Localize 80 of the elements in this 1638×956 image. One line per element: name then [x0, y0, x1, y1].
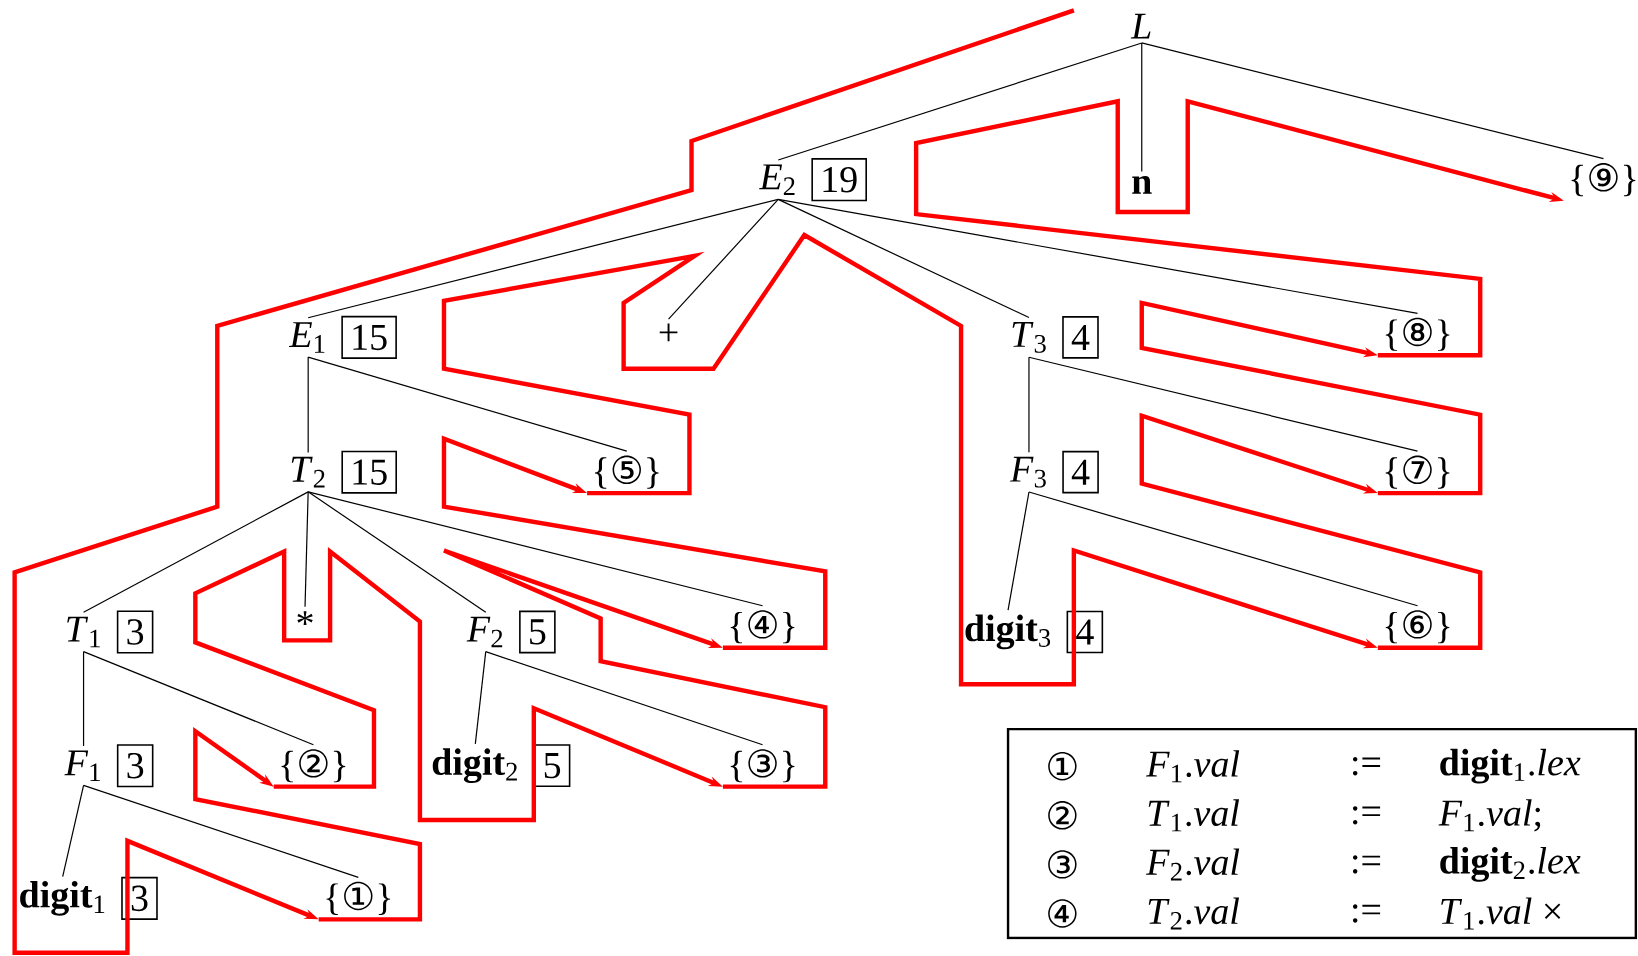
traversal-arrow — [441, 548, 828, 789]
assign-sign: := — [1352, 806, 1381, 825]
tree-symbol: T$_{1}$ — [67, 616, 100, 648]
tree-line — [62, 784, 85, 878]
tree-symbol: {④} — [730, 610, 795, 644]
tree-line — [82, 651, 85, 747]
tree-line — [82, 784, 359, 878]
value-box: 5 — [519, 610, 556, 654]
assign-sign: := — [1352, 904, 1381, 923]
step-number: ② — [1048, 801, 1077, 830]
tree-line — [82, 491, 309, 613]
rule-text: F$_{1}$.val — [1146, 750, 1240, 783]
tree-symbol: {⑧} — [1385, 317, 1450, 351]
tree-line — [474, 651, 487, 745]
value-box: 19 — [811, 158, 867, 202]
value-box: 15 — [341, 315, 397, 359]
tree-line — [307, 198, 779, 319]
tree-line — [307, 491, 487, 613]
tree-symbol: {②} — [281, 749, 346, 783]
traversal-arrow — [441, 435, 828, 650]
rule-text: digit$_{1}$.lex — [1440, 748, 1581, 784]
value-box: 3 — [121, 876, 158, 920]
tree-symbol: {①} — [326, 881, 391, 915]
tree-line — [1141, 42, 1605, 160]
tree-line — [307, 491, 764, 607]
tree-symbol: L — [1130, 13, 1151, 39]
tree-line — [307, 356, 628, 452]
tree-symbol: + — [659, 323, 678, 342]
value-box: 15 — [341, 450, 397, 494]
tree-symbol: digit$_{2}$ — [432, 748, 517, 784]
tree-symbol: T$_{2}$ — [291, 456, 325, 488]
rule-text: T$_{1}$.val — [1148, 799, 1240, 832]
tree-symbol: n — [1132, 175, 1152, 194]
traversal-arrow — [12, 8, 1075, 955]
tree-line — [777, 198, 1419, 314]
tree-line — [1141, 42, 1143, 173]
step-number: ④ — [1048, 899, 1077, 928]
tree-symbol: * — [297, 611, 313, 626]
value-box: 5 — [533, 744, 571, 788]
traversal-arrow — [1139, 300, 1483, 496]
assign-sign: := — [1352, 757, 1381, 776]
tree-line — [304, 491, 309, 608]
step-number: ③ — [1048, 850, 1077, 879]
assign-sign: := — [1352, 855, 1381, 874]
traversal-arrow — [193, 726, 423, 922]
tree-symbol: F$_{3}$ — [1009, 456, 1046, 488]
value-box: 4 — [1062, 450, 1099, 494]
tree-symbol: T$_{3}$ — [1012, 322, 1046, 353]
tree-symbol: {⑦} — [1385, 455, 1450, 489]
value-box: 4 — [1066, 610, 1104, 654]
rule-text: T$_{1}$.val × — [1441, 897, 1561, 930]
tree-symbol: E$_{1}$ — [288, 322, 325, 353]
step-number: ① — [1048, 752, 1077, 781]
rule-text: digit$_{2}$.lex — [1440, 847, 1581, 882]
tree-symbol: digit$_{1}$ — [20, 881, 105, 916]
tree-line — [82, 651, 314, 746]
tree-line — [307, 356, 309, 454]
value-box: 3 — [116, 610, 154, 654]
value-box: 4 — [1062, 316, 1099, 359]
tree-symbol: digit$_{3}$ — [965, 614, 1051, 650]
tree-symbol: {⑤} — [594, 455, 659, 489]
value-box: 3 — [116, 744, 154, 788]
rule-text: F$_{1}$.val; — [1438, 799, 1541, 832]
tree-line — [1028, 356, 1030, 453]
tree-line — [1007, 491, 1030, 611]
tree-line — [1028, 491, 1419, 607]
tree-symbol: F$_{2}$ — [466, 616, 503, 648]
tree-line — [485, 651, 764, 746]
tree-symbol: {③} — [730, 749, 795, 783]
tree-line — [1028, 356, 1419, 452]
tree-line — [667, 198, 779, 320]
tree-symbol: F$_{1}$ — [64, 750, 100, 781]
tree-line — [777, 198, 1030, 319]
traversal-arrow — [1139, 412, 1483, 650]
rule-text: F$_{2}$.val — [1146, 848, 1240, 881]
tree-symbol: {⑨} — [1571, 163, 1636, 197]
rule-text: T$_{2}$.val — [1148, 897, 1240, 930]
tree-symbol: {⑥} — [1385, 610, 1450, 644]
tree-symbol: E$_{2}$ — [759, 164, 795, 195]
tree-line — [777, 42, 1143, 161]
